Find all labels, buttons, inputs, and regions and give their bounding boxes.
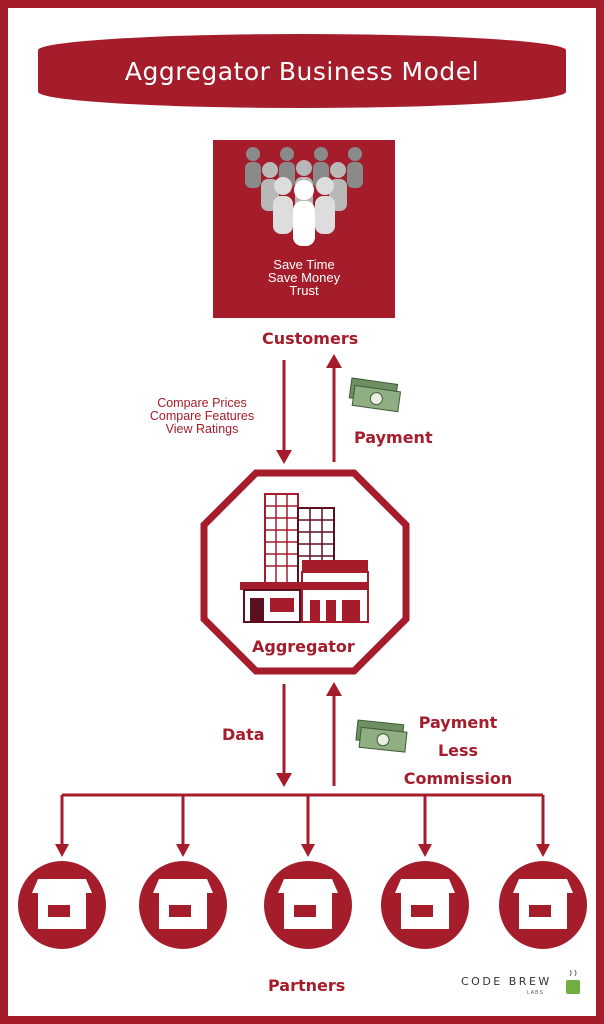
benefit-trust: Trust <box>289 283 319 298</box>
customers-box: Save Time Save Money Trust <box>213 140 395 318</box>
customer-benefits: Save Time Save Money Trust <box>213 258 395 297</box>
partner-distribution-lines <box>55 793 550 857</box>
benefit-save-time: Save Time <box>273 257 335 272</box>
money-icon <box>355 719 408 753</box>
brand-logo: CODE BREW <box>461 975 552 988</box>
page-title: Aggregator Business Model <box>124 56 480 86</box>
coffee-cup-icon <box>566 969 580 994</box>
partner-store-icon <box>18 861 106 949</box>
arrow-down-to-partners <box>276 684 292 787</box>
aggregator-label: Aggregator <box>252 637 355 656</box>
view-ratings-text: View Ratings <box>165 422 239 436</box>
partner-store-icon <box>264 861 352 949</box>
partner-store-icon <box>381 861 469 949</box>
partner-store-icon <box>499 861 587 949</box>
people-group-icon <box>245 147 363 246</box>
partner-store-icon <box>139 861 227 949</box>
arrow-down-to-aggregator <box>276 360 292 464</box>
data-label: Data <box>222 725 265 744</box>
title-banner: Aggregator Business Model <box>38 34 566 108</box>
building-icon <box>240 493 369 623</box>
compare-prices-text: Compare Prices <box>157 396 247 410</box>
payment-label: Payment <box>354 428 433 447</box>
arrow-up-to-customers <box>326 354 342 462</box>
arrow-up-to-aggregator <box>326 682 342 786</box>
compare-list: Compare Prices Compare Features View Rat… <box>132 397 272 436</box>
plc-line-3: Commission <box>403 769 513 788</box>
partners-label: Partners <box>268 976 346 995</box>
plc-line-2: Less <box>437 741 479 760</box>
payment-less-commission-label: Payment Less Commission <box>398 709 518 793</box>
money-icon <box>348 377 402 413</box>
compare-features-text: Compare Features <box>149 409 255 423</box>
brand-logo-sub: LABS <box>527 990 544 996</box>
plc-line-1: Payment <box>418 713 498 732</box>
customers-label: Customers <box>262 329 359 348</box>
benefit-save-money: Save Money <box>267 270 341 285</box>
